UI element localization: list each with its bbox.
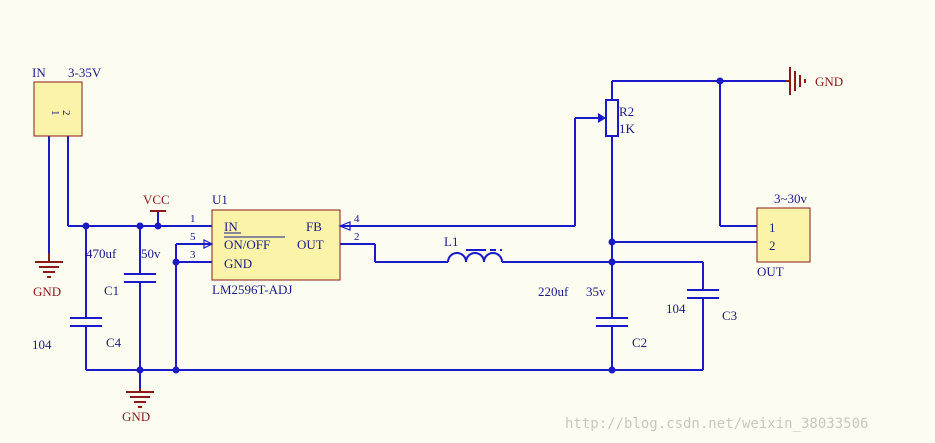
capacitor-c2: 220uf 35v C2 [538,284,647,350]
c3-ref-label: C3 [722,308,737,323]
junction-dot [608,366,616,374]
out-connector: 1 2 3~30v OUT [756,191,811,279]
in-connector: 1 2 IN 3-35V [32,65,102,137]
c4-value-label: 104 [32,337,52,352]
capacitor-c3: 104 C3 [666,289,737,323]
u1-regulator: U1 IN ON/OFF GND FB OUT LM2596T-ADJ 1 5 … [190,192,360,297]
wires [48,80,785,388]
in-value-label: 3-35V [68,65,102,80]
u1-pin4-num: 4 [354,213,360,225]
junction-dot [136,222,144,230]
u1-pin-out-label: OUT [297,237,324,252]
out-pin2-label: 2 [769,238,776,253]
gnd-symbol-top: GND [785,67,843,95]
u1-part-label: LM2596T-ADJ [212,282,292,297]
c1-ref-label: C1 [104,283,119,298]
c2-value-label: 220uf [538,284,569,299]
junction-dot [82,222,90,230]
u1-pin5-num: 5 [190,231,196,243]
fb-arrow-icon [338,221,351,231]
out-pin1-label: 1 [769,220,776,235]
u1-pin-fb-label: FB [306,219,322,234]
vcc-label: VCC [143,192,170,207]
c2-ref-label: C2 [632,335,647,350]
u1-pin-in-label: IN [224,219,238,234]
gnd-bottom-label: GND [122,409,150,424]
junction-dot [172,258,180,266]
c4-ref-label: C4 [106,335,122,350]
junctions [82,77,724,374]
capacitor-c4: 104 C4 [32,317,122,352]
vcc-power-port: VCC [143,192,170,212]
in-ref-label: IN [32,65,46,80]
onoff-arrow-icon [203,239,214,249]
r2-value-label: 1K [619,121,636,136]
u1-ref-label: U1 [212,192,228,207]
in-pin2-label: 2 [60,110,72,116]
c3-value-label: 104 [666,301,686,316]
u1-pin-onoff-label: ON/OFF [224,237,270,252]
junction-dot [716,77,724,85]
junction-dot [136,366,144,374]
resistor-r2: R2 1K [598,99,636,137]
gnd-symbol-left: GND [33,253,63,299]
c1-value-label: 470uf [86,246,117,261]
c1-voltage-label: 50v [141,246,161,261]
gnd-symbol-bottom: GND [122,388,154,424]
junction-dot [154,222,162,230]
junction-dot [608,258,616,266]
watermark-text: http://blog.csdn.net/weixin_38033506 [565,416,868,432]
capacitor-c1: 470uf 50v C1 [86,246,161,298]
junction-dot [172,366,180,374]
gnd-top-label: GND [815,74,843,89]
c2-voltage-label: 35v [586,284,606,299]
u1-pin-gnd-label: GND [224,256,252,271]
wiper-arrow-icon [598,113,606,123]
l1-ref-label: L1 [444,234,458,249]
out-ref-label: OUT [757,264,784,279]
u1-pin2-num: 2 [354,231,360,243]
out-value-label: 3~30v [774,191,808,206]
u1-pin1-num: 1 [190,213,196,225]
in-pin1-label: 1 [49,110,61,116]
junction-dot [608,238,616,246]
r2-ref-label: R2 [619,104,634,119]
gnd-left-label: GND [33,284,61,299]
inductor-l1: L1 [444,234,503,263]
u1-pin3-num: 3 [190,249,196,261]
